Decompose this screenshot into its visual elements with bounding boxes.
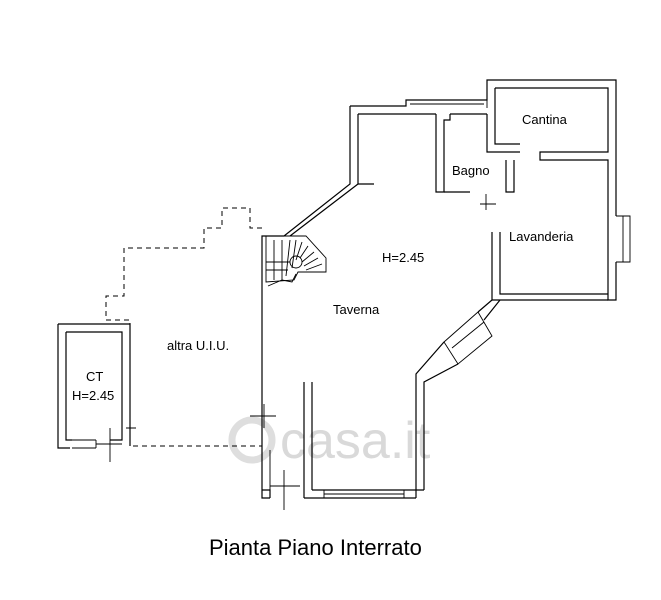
main-walls [250,79,631,510]
room-label-bagno: Bagno [452,163,490,178]
room-label-lavanderia: Lavanderia [509,229,574,244]
room-label-altra-uiu: altra U.I.U. [167,338,229,353]
room-label-ct: CT [86,369,103,384]
watermark: casa.it [228,412,431,470]
room-height-main: H=2.45 [382,250,424,265]
ct-room [57,323,136,462]
watermark-logo-icon [228,416,276,464]
room-label-taverna: Taverna [333,302,380,317]
watermark-text: casa.it [280,412,431,470]
plan-caption: Pianta Piano Interrato [209,535,422,560]
room-label-cantina: Cantina [522,112,568,127]
other-unit-outline [105,207,262,447]
room-height-ct: H=2.45 [72,388,114,403]
staircase [265,235,327,287]
